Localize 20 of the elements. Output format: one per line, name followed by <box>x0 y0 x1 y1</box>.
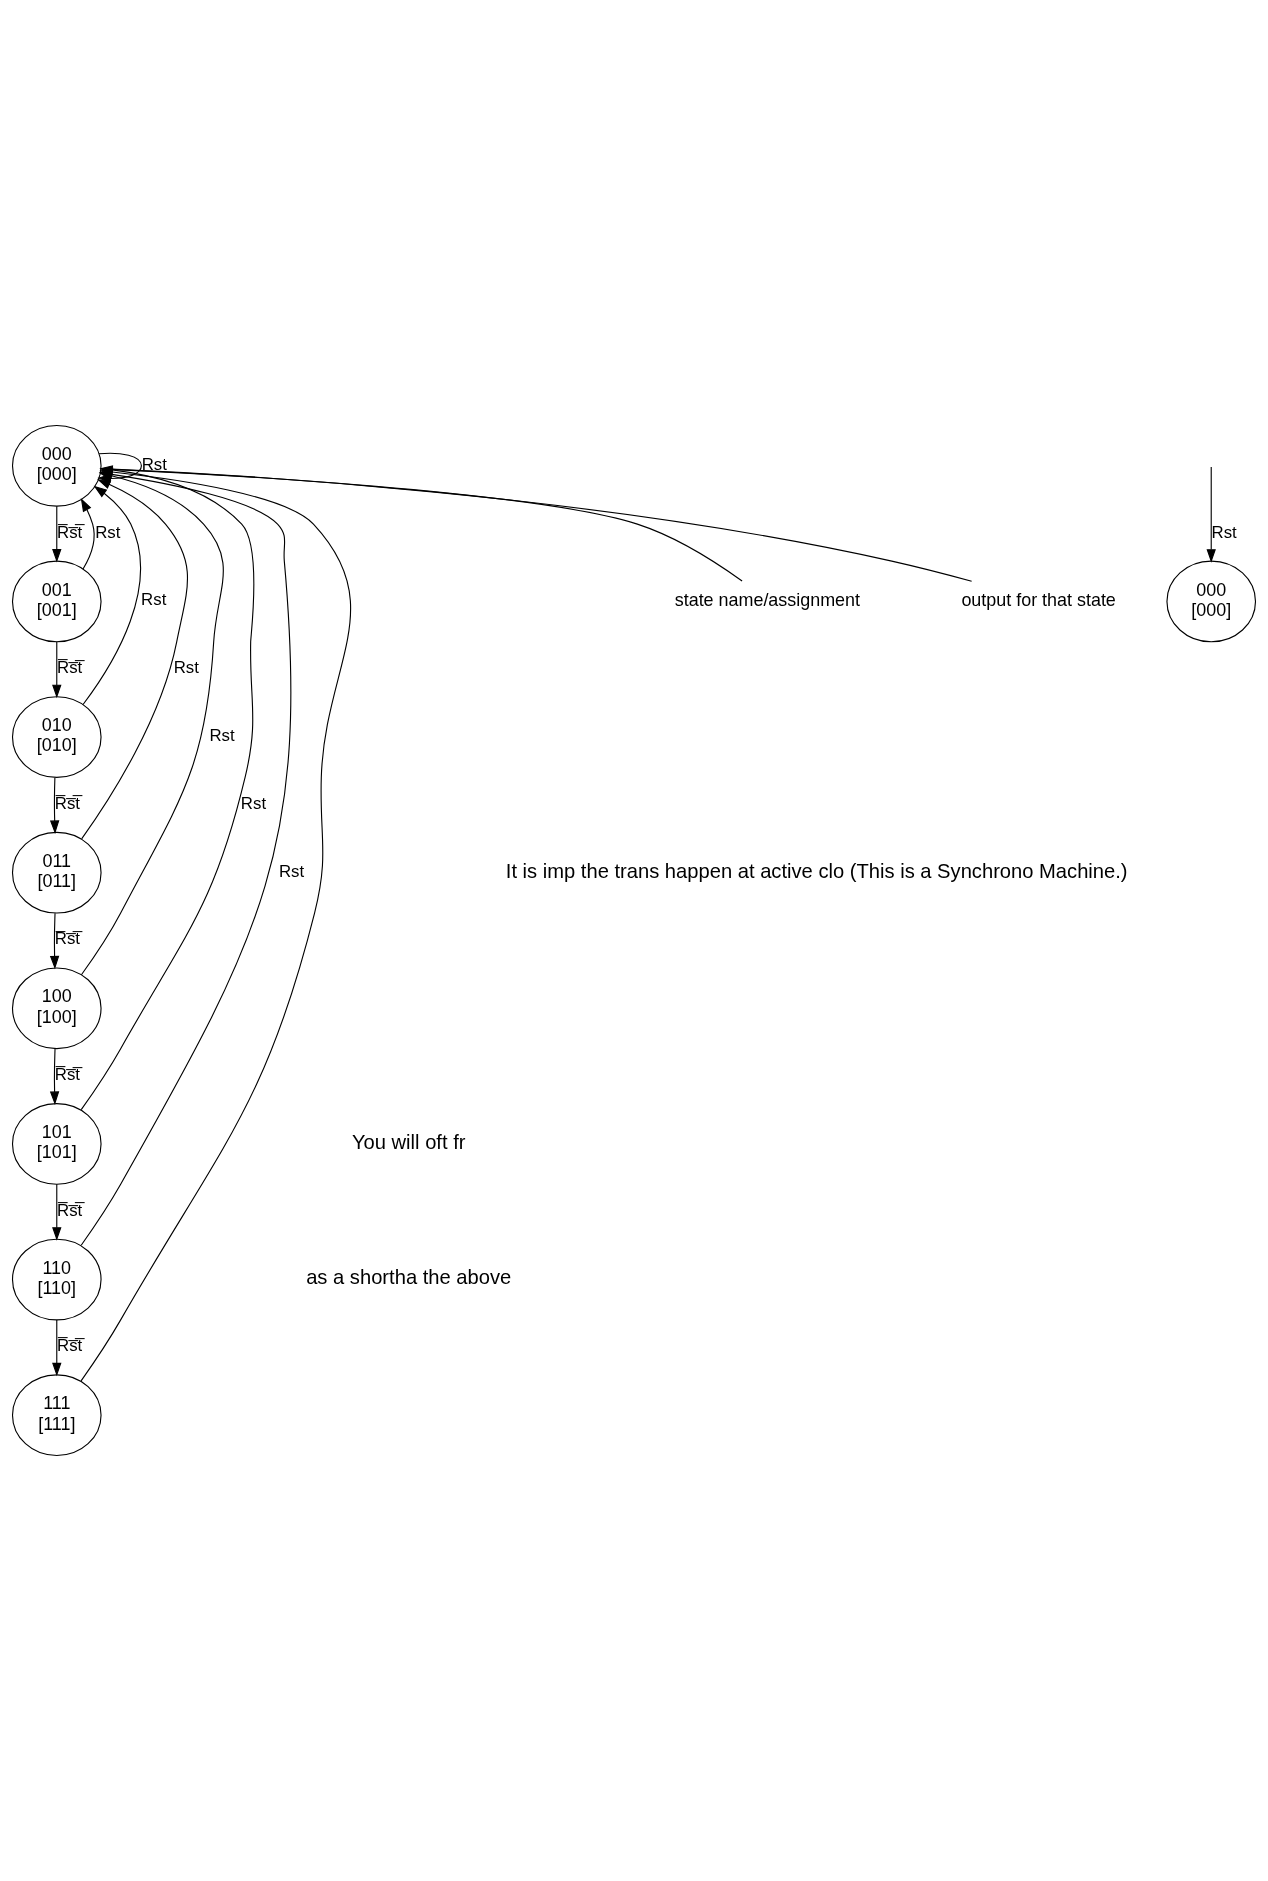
edge-label: Rst <box>141 590 167 610</box>
edge-label: R̅s̅t̅ <box>54 929 81 949</box>
edge-label: R̅s̅t̅ <box>57 522 83 542</box>
edge-label: Rst <box>1211 522 1237 542</box>
edge-label: Rst <box>240 793 267 813</box>
edge-label: Rst <box>95 522 121 542</box>
node-text: output for that state <box>961 589 1116 610</box>
edge-label: Rst <box>173 658 199 678</box>
label: as a shortha the above <box>306 1266 512 1289</box>
node-text: state name/assignment <box>674 589 861 610</box>
edge-label: R̅s̅t̅ <box>54 1065 81 1085</box>
edge-label: Rst <box>209 725 235 745</box>
label: You will oft fr <box>351 1130 466 1153</box>
edge-label: Rst <box>278 861 305 881</box>
edge-label: R̅s̅t̅ <box>57 658 83 678</box>
edge-label: Rst <box>141 454 167 474</box>
label: It is imp the trans happen at active clo (This is a Synchrono Machine.) <box>505 859 1128 882</box>
edge-label: R̅s̅t̅ <box>57 1200 83 1220</box>
edge-label: R̅s̅t̅ <box>54 793 81 813</box>
edge-label: R̅s̅t̅ <box>57 1336 83 1356</box>
